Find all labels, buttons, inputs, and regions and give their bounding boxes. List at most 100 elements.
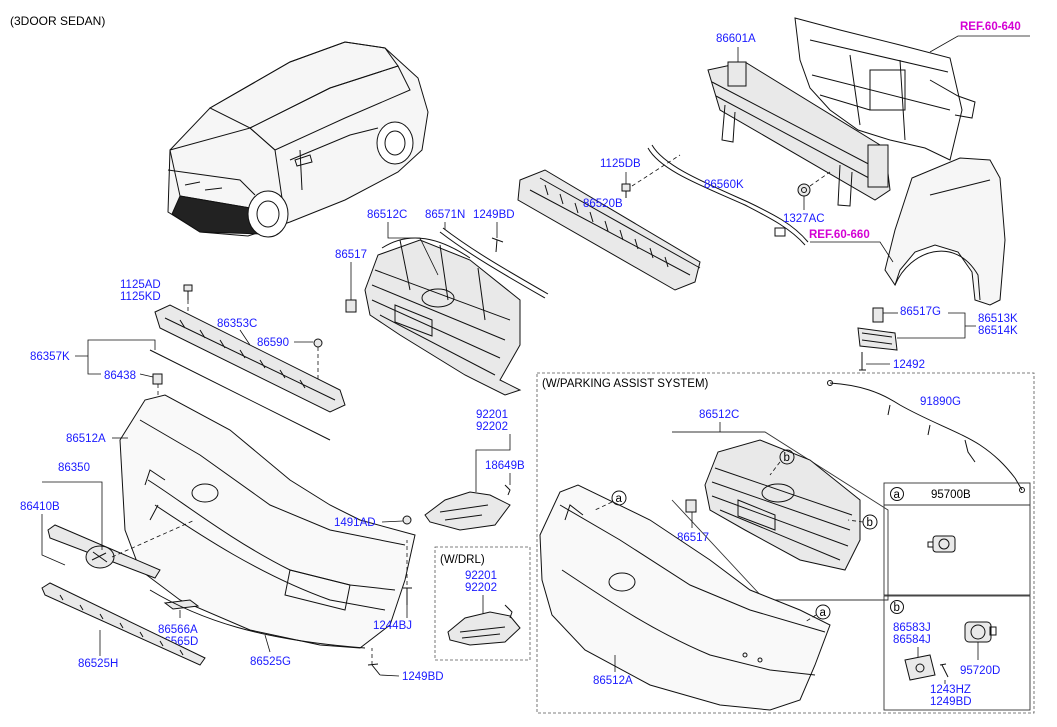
subbox-b-circle (890, 600, 904, 614)
label-86512A-pas: 86512A (593, 675, 633, 687)
label-86410B: 86410B (20, 501, 60, 513)
label-1491AD: 1491AD (334, 517, 376, 529)
callout-b-1 (779, 449, 795, 465)
clip-1491AD (402, 515, 412, 525)
label-95700B: 95700B (931, 489, 971, 501)
label-1249BD-bottom: 1249BD (402, 671, 444, 683)
label-86517G: 86517G (900, 306, 941, 318)
label-92201: 92201 (476, 409, 508, 421)
ref-top-leader (929, 35, 1030, 53)
subbox-b-letter: b (894, 602, 900, 614)
label-1249BD-box: 1249BD (930, 696, 972, 708)
bolt-1244BJ (403, 587, 412, 605)
fender (884, 157, 1006, 306)
grille-strip-86571N (439, 227, 549, 299)
label-86517-main: 86517 (335, 249, 367, 261)
clip-86517-main (345, 299, 357, 313)
label-12492: 12492 (893, 359, 925, 371)
fog-lamp (424, 484, 511, 531)
label-86513K: 86513K (978, 313, 1018, 325)
label-86512C-pas: 86512C (699, 409, 739, 421)
label-86520B: 86520B (583, 198, 623, 210)
label-86357K: 86357K (30, 351, 70, 363)
label-1243HZ: 1243HZ (930, 684, 971, 696)
sensor-95720D (964, 621, 997, 643)
bolt-1125DB (621, 183, 631, 198)
callout-a-2-letter: a (820, 607, 827, 619)
energy-absorber (517, 169, 701, 291)
label-86525G: 86525G (250, 656, 291, 668)
subbox-a (883, 482, 1031, 596)
clip-86517-pas (685, 499, 697, 513)
ref-fender: REF.60-660 (809, 229, 870, 241)
label-92201-drl: 92201 (465, 570, 497, 582)
clip-86590 (313, 338, 323, 348)
grille-pas-bracket (671, 431, 889, 601)
drl-frame (434, 546, 531, 661)
fog-cover-bracket (857, 307, 898, 371)
grille-pas (704, 439, 861, 571)
grille-main (364, 237, 522, 396)
label-86517-pas: 86517 (677, 532, 709, 544)
parking-assist-frame (536, 372, 1035, 714)
radiator-support (794, 17, 976, 161)
lip-86525G (149, 589, 366, 649)
grille-lower-86525H (41, 582, 206, 666)
car-illustration (167, 41, 429, 238)
sensor-bracket (904, 654, 936, 681)
label-92202: 92202 (476, 421, 508, 433)
callout-b-1-letter: b (784, 452, 790, 464)
screw-1249BD-top (491, 237, 504, 253)
screw-1243HZ (939, 663, 949, 678)
label-86583J: 86583J (893, 622, 931, 634)
bolt-1125AD (183, 284, 193, 300)
callout-a-1-letter: a (616, 493, 623, 505)
callout-b-2-letter: b (867, 517, 873, 529)
label-86438: 86438 (104, 370, 136, 382)
model-title: (3DOOR SEDAN) (10, 14, 105, 28)
label-91890G: 91890G (920, 396, 961, 408)
parking-assist-title: (W/PARKING ASSIST SYSTEM) (542, 378, 709, 390)
label-86350: 86350 (58, 462, 90, 474)
label-86353C: 86353C (217, 318, 257, 330)
subbox-a-letter: a (894, 489, 901, 501)
front-bumper-main (119, 394, 416, 649)
ref-top: REF.60-640 (960, 21, 1021, 33)
label-86566A: 86566A (158, 624, 198, 636)
bumper-beam (707, 61, 891, 207)
label-92202-drl: 92202 (465, 582, 497, 594)
subbox-a-circle (890, 487, 904, 501)
label-86590: 86590 (257, 337, 289, 349)
label-1327AC: 1327AC (783, 213, 825, 225)
label-1125AD: 1125AD (120, 279, 161, 291)
sensor-95700B (927, 535, 956, 553)
callout-a-2 (815, 604, 831, 620)
front-bumper-pas (539, 484, 831, 711)
label-95720D: 95720D (960, 665, 1000, 677)
label-18649B: 18649B (485, 460, 525, 472)
label-86514K: 86514K (978, 325, 1018, 337)
drl-title: (W/DRL) (440, 554, 485, 566)
label-86560K: 86560K (704, 179, 744, 191)
label-1244BJ: 1244BJ (373, 620, 412, 632)
clip-86438 (152, 373, 163, 385)
screw-1249BD-bottom (367, 663, 381, 676)
beam-strip (647, 144, 809, 246)
label-86525H: 86525H (78, 658, 118, 670)
label-86512A-main: 86512A (66, 433, 106, 445)
label-86584J: 86584J (893, 634, 931, 646)
label-1125KD: 1125KD (120, 291, 161, 303)
drl-lamp (447, 604, 521, 646)
subbox-b (883, 595, 1031, 711)
label-1249BD-top: 1249BD (473, 209, 515, 221)
wiring-harness (827, 380, 1025, 493)
label-86601A: 86601A (716, 33, 756, 45)
label-86571N: 86571N (425, 209, 465, 221)
callout-a-1 (611, 490, 627, 506)
label-86512C-main: 86512C (367, 209, 407, 221)
seal-86357K (149, 349, 331, 441)
emblem-and-molding (47, 524, 161, 579)
label-1125DB: 1125DB (600, 158, 641, 170)
